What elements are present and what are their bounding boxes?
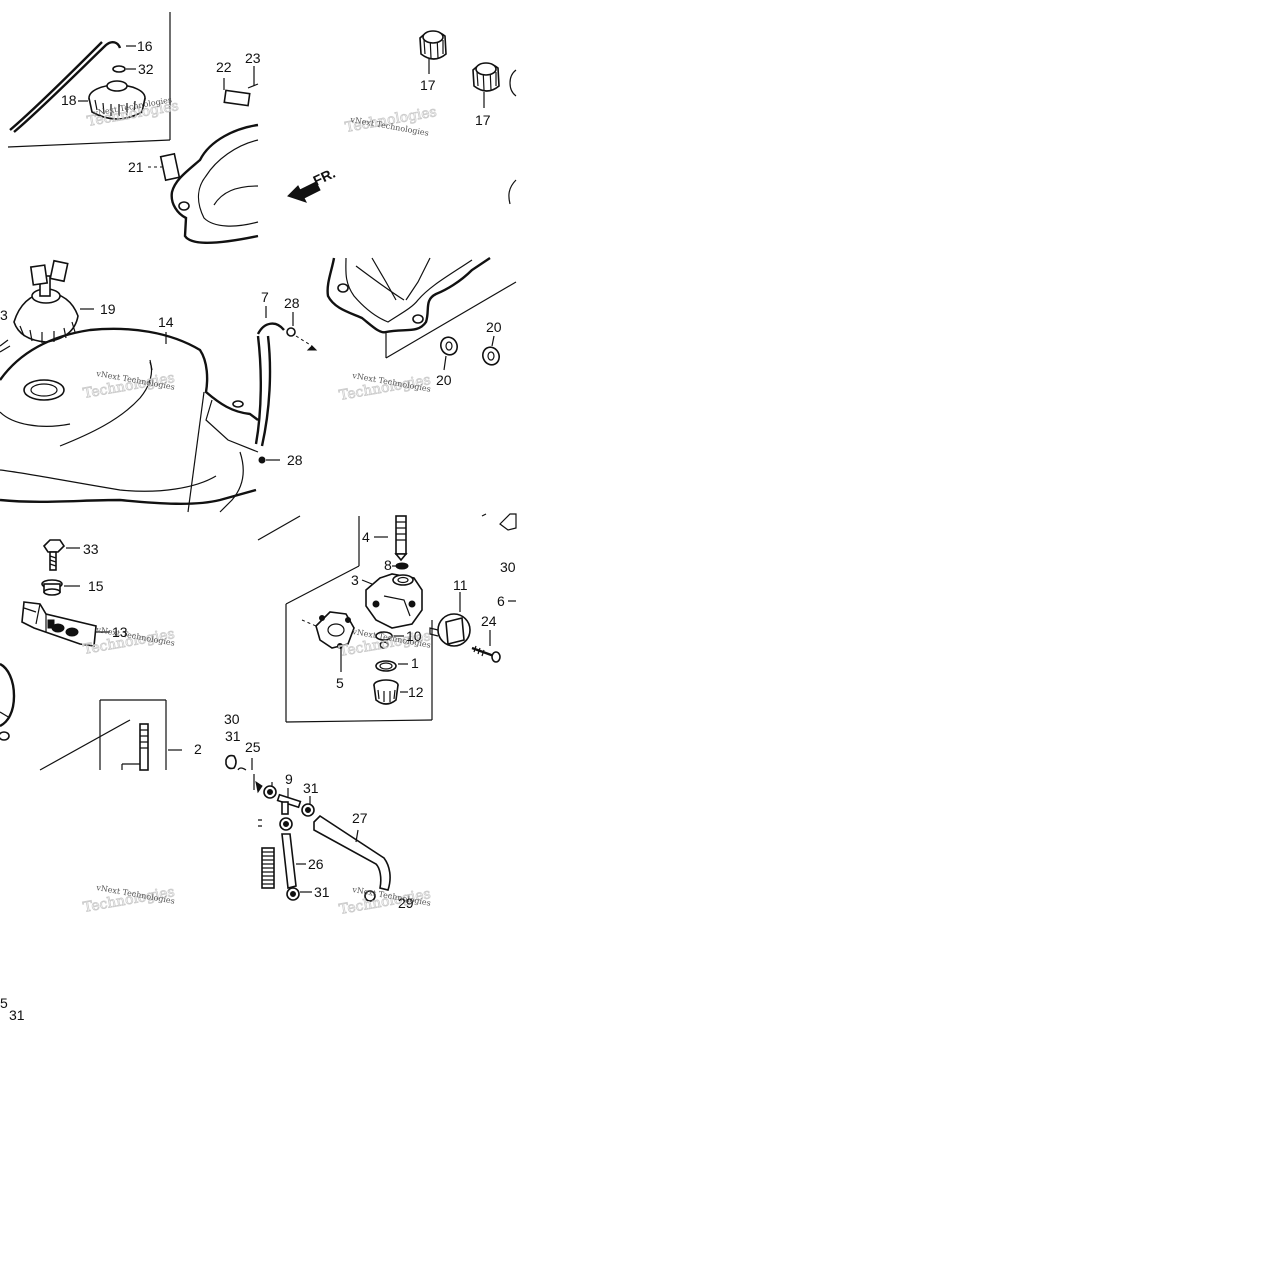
part-label-9: 9 [285, 771, 293, 787]
hose-26-part [281, 833, 297, 889]
part-label-31-right: 31 [303, 780, 319, 796]
watermarks: Technologies vNext Technologies Technolo… [82, 95, 439, 918]
part-label-17-right: 17 [475, 112, 491, 128]
part-label-24: 24 [481, 613, 497, 629]
joint-9-part [276, 793, 302, 815]
part-label-11: 11 [453, 577, 468, 593]
part-label-13: 13 [112, 624, 128, 640]
tile-drain-tube [39, 699, 253, 771]
clip-29-part [364, 890, 376, 902]
part-label-15: 15 [88, 578, 104, 594]
part-label-5: 5 [336, 675, 344, 691]
bolt-33-part [42, 539, 66, 571]
part-label-29: 29 [398, 895, 414, 911]
corrugated-hose-part [261, 847, 275, 889]
part-label-17-left: 17 [420, 77, 436, 93]
drain-tube-2-part [139, 723, 149, 771]
tile-dampers-17: FR. [287, 30, 517, 205]
part-label-5-bottom: 5 [0, 995, 8, 1011]
clip-31-top-part [263, 785, 277, 799]
part-label-33: 33 [83, 541, 99, 557]
rubber-20-right-part [482, 346, 500, 366]
sediment-cup-12-part [373, 679, 399, 705]
part-label-8: 8 [384, 557, 392, 573]
tile-hoses [253, 774, 391, 902]
part-label-3-left: 3 [0, 307, 8, 323]
part-label-20-left: 20 [436, 372, 452, 388]
part-label-1: 1 [411, 655, 419, 671]
part-label-28-top: 28 [284, 295, 300, 311]
tile-cap-tube [7, 12, 171, 148]
part-label-4: 4 [362, 529, 370, 545]
part-label-28-bottom: 28 [287, 452, 303, 468]
part-label-26: 26 [308, 856, 324, 872]
strainer-4-part [394, 515, 408, 562]
damper-17-left-part [419, 30, 447, 60]
screw-24-part [471, 645, 501, 663]
part-label-30-right: 30 [500, 559, 516, 575]
part-label-6: 6 [497, 593, 505, 609]
clip-31-right-part [301, 803, 315, 817]
tile-tank-rear [148, 66, 259, 244]
part-label-19: 19 [100, 301, 116, 317]
part-label-22: 22 [216, 59, 232, 75]
part-label-32: 32 [138, 61, 154, 77]
rubber-20-left-part [440, 336, 458, 356]
part-label-31-bottom-left: 31 [9, 1007, 25, 1023]
part-label-14: 14 [158, 314, 174, 330]
part-label-20-right: 20 [486, 319, 502, 335]
clip-31-part [225, 754, 237, 770]
tile-fuel-tank [0, 259, 318, 513]
clip-31-bottom-part [286, 887, 300, 901]
front-arrow-label: FR. [311, 165, 338, 189]
part-label-25: 25 [245, 739, 261, 755]
part-label-10: 10 [406, 628, 422, 644]
fuel-cap-18-part [88, 80, 146, 120]
part-label-18: 18 [61, 92, 77, 108]
part-label-12: 12 [408, 684, 424, 700]
clip-31-mid-part [279, 817, 293, 831]
collar-15-part [41, 579, 63, 596]
part-label-7: 7 [261, 289, 269, 305]
part-label-2: 2 [194, 741, 202, 757]
part-label-30: 30 [224, 711, 240, 727]
part-label-21: 21 [128, 159, 144, 175]
tile-tank-underside [326, 257, 517, 371]
part-label-31-top: 31 [225, 728, 241, 744]
tile-mounting-bracket [0, 515, 301, 741]
valve-lever-11-part [429, 613, 471, 647]
bracket-13-part [21, 601, 97, 647]
part-label-3: 3 [351, 572, 359, 588]
part-label-23: 23 [245, 50, 261, 66]
tile-fuel-valve [285, 513, 517, 723]
part-label-31-bottom: 31 [314, 884, 330, 900]
hose-27-part [313, 814, 391, 891]
part-labels: 16 32 18 22 23 21 17 17 19 3 14 7 28 28 … [0, 38, 516, 1023]
damper-17-right-part [472, 62, 500, 92]
valve-cover-5-part [315, 611, 355, 649]
part-label-27: 27 [352, 810, 368, 826]
fuel-valve-3-part [365, 573, 423, 629]
part-label-16: 16 [137, 38, 153, 54]
fuel-tank-14-part [0, 327, 259, 513]
fuel-cap-19-part [13, 259, 79, 343]
front-direction-arrow: FR. [287, 165, 338, 203]
